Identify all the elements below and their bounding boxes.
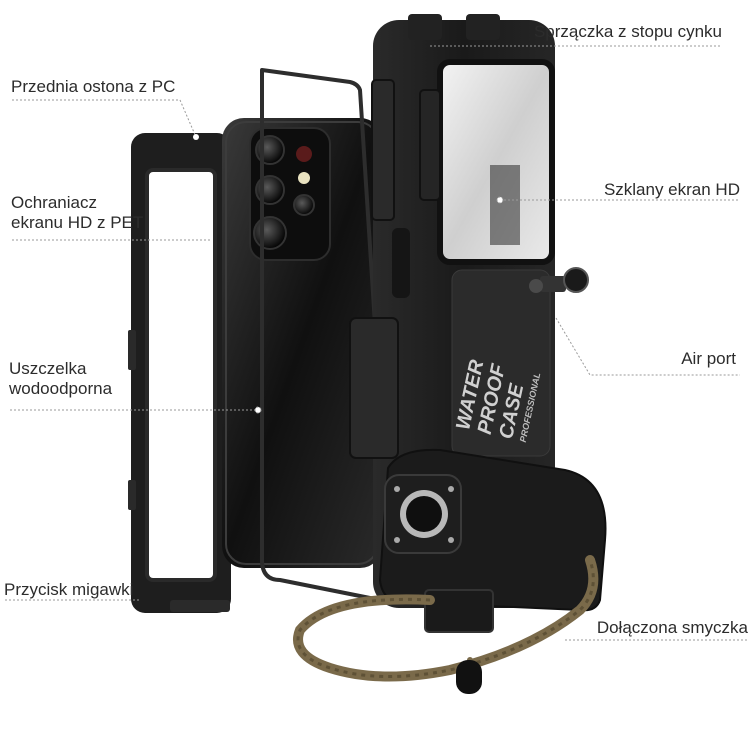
- label-front-cover: Przednia ostona z PC: [11, 77, 176, 96]
- shutter-button-graphic: [384, 474, 462, 554]
- label-zinc-clasp: Sprzączka z stopu cynku: [533, 22, 722, 41]
- callout-lines: [5, 45, 748, 641]
- label-pet-protector-line2: ekranu HD z PET: [11, 213, 144, 232]
- lanyard: [293, 555, 599, 694]
- callout-front-cover: [12, 99, 197, 138]
- label-pet-protector: Ochraniacz ekranu HD z PET: [11, 193, 143, 233]
- label-pet-protector-line1: Ochraniacz: [11, 193, 97, 212]
- label-seal: Uszczelka wodoodporna: [9, 359, 112, 399]
- label-air-port: Air port: [681, 349, 736, 368]
- waterproof-case: [349, 14, 607, 633]
- air-port-knob: [529, 267, 589, 293]
- label-seal-line1: Uszczelka: [9, 359, 87, 378]
- front-cover-frame: [128, 133, 231, 613]
- label-hd-glass: Szklany ekran HD: [603, 180, 740, 199]
- label-shutter-button: Przycisk migawki: [4, 580, 134, 599]
- label-lanyard: Dołączona smyczka: [596, 618, 748, 637]
- label-seal-line2: wodoodporna: [9, 379, 113, 398]
